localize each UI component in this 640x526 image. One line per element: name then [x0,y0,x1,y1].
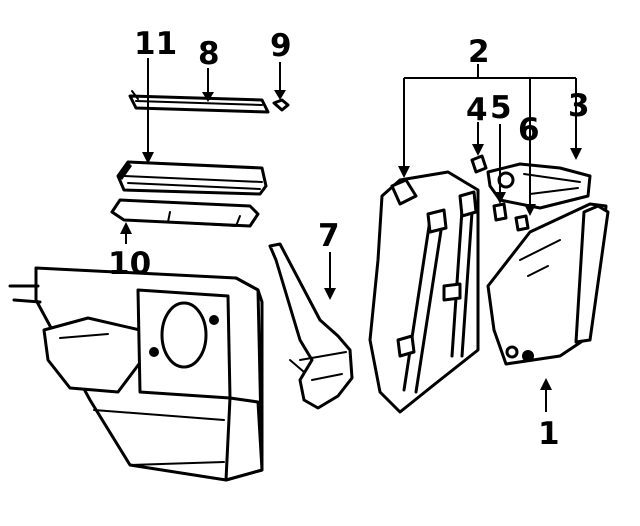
part-10-panel [110,198,260,228]
quarter-trim-panel [8,266,264,482]
callout-6: 6 [518,112,540,148]
part-3-guide-bracket [486,162,592,210]
part-1-window-glass [486,202,610,366]
part-11-belt-molding [116,160,268,196]
callout-11: 11 [134,26,177,62]
part-9-clip [272,98,290,112]
part-2-track-assembly [368,170,480,414]
callout-4: 4 [466,92,488,128]
part-6-fastener [514,214,530,232]
leader-lines [120,58,582,412]
callout-10: 10 [108,246,151,282]
callout-1: 1 [538,416,560,452]
callout-9: 9 [270,28,292,64]
part-5-fastener [492,202,508,222]
part-8-weatherstrip [128,90,270,114]
callout-2: 2 [468,34,490,70]
part-4-fastener [470,154,488,174]
callout-8: 8 [198,36,220,72]
callout-5: 5 [490,90,512,126]
callout-7: 7 [318,218,340,254]
callout-labels: 11 8 9 10 7 2 4 5 3 6 1 [108,26,590,452]
part-7-window-regulator [268,242,354,410]
callout-3: 3 [568,88,590,124]
